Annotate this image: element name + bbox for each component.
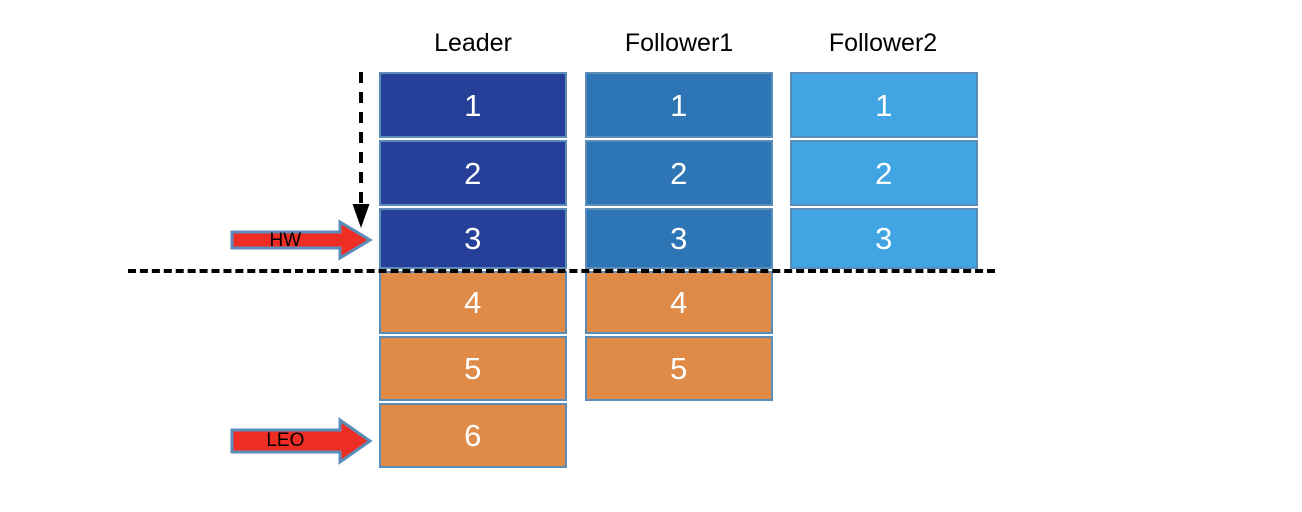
log-entry-follower1-5[interactable]: 5 [585,336,773,401]
leo-marker-label: LEO [266,430,305,451]
log-entry-leader-4[interactable]: 4 [379,271,567,334]
column-header-leader: Leader [434,29,512,57]
log-entry-leader-5[interactable]: 5 [379,336,567,401]
high-watermark-dashed-line [128,269,995,273]
log-entry-follower1-4[interactable]: 4 [585,271,773,334]
log-entry-leader-1[interactable]: 1 [379,72,567,138]
log-entry-follower2-1[interactable]: 1 [790,72,978,138]
log-entry-leader-6[interactable]: 6 [379,403,567,468]
log-entry-leader-2[interactable]: 2 [379,140,567,206]
leo-marker-arrow[interactable]: LEO [230,417,373,465]
column-header-follower1: Follower1 [624,29,734,57]
hw-marker-label: HW [269,230,302,251]
log-entry-follower1-3[interactable]: 3 [585,208,773,269]
log-entry-follower2-3[interactable]: 3 [790,208,978,269]
log-entry-follower1-1[interactable]: 1 [585,72,773,138]
log-entry-leader-3[interactable]: 3 [379,208,567,269]
column-header-follower2: Follower2 [828,29,938,57]
log-entry-follower2-2[interactable]: 2 [790,140,978,206]
hw-marker-arrow[interactable]: HW [230,219,373,261]
hw-pointer-dashed-arrow [348,70,378,232]
log-entry-follower1-2[interactable]: 2 [585,140,773,206]
